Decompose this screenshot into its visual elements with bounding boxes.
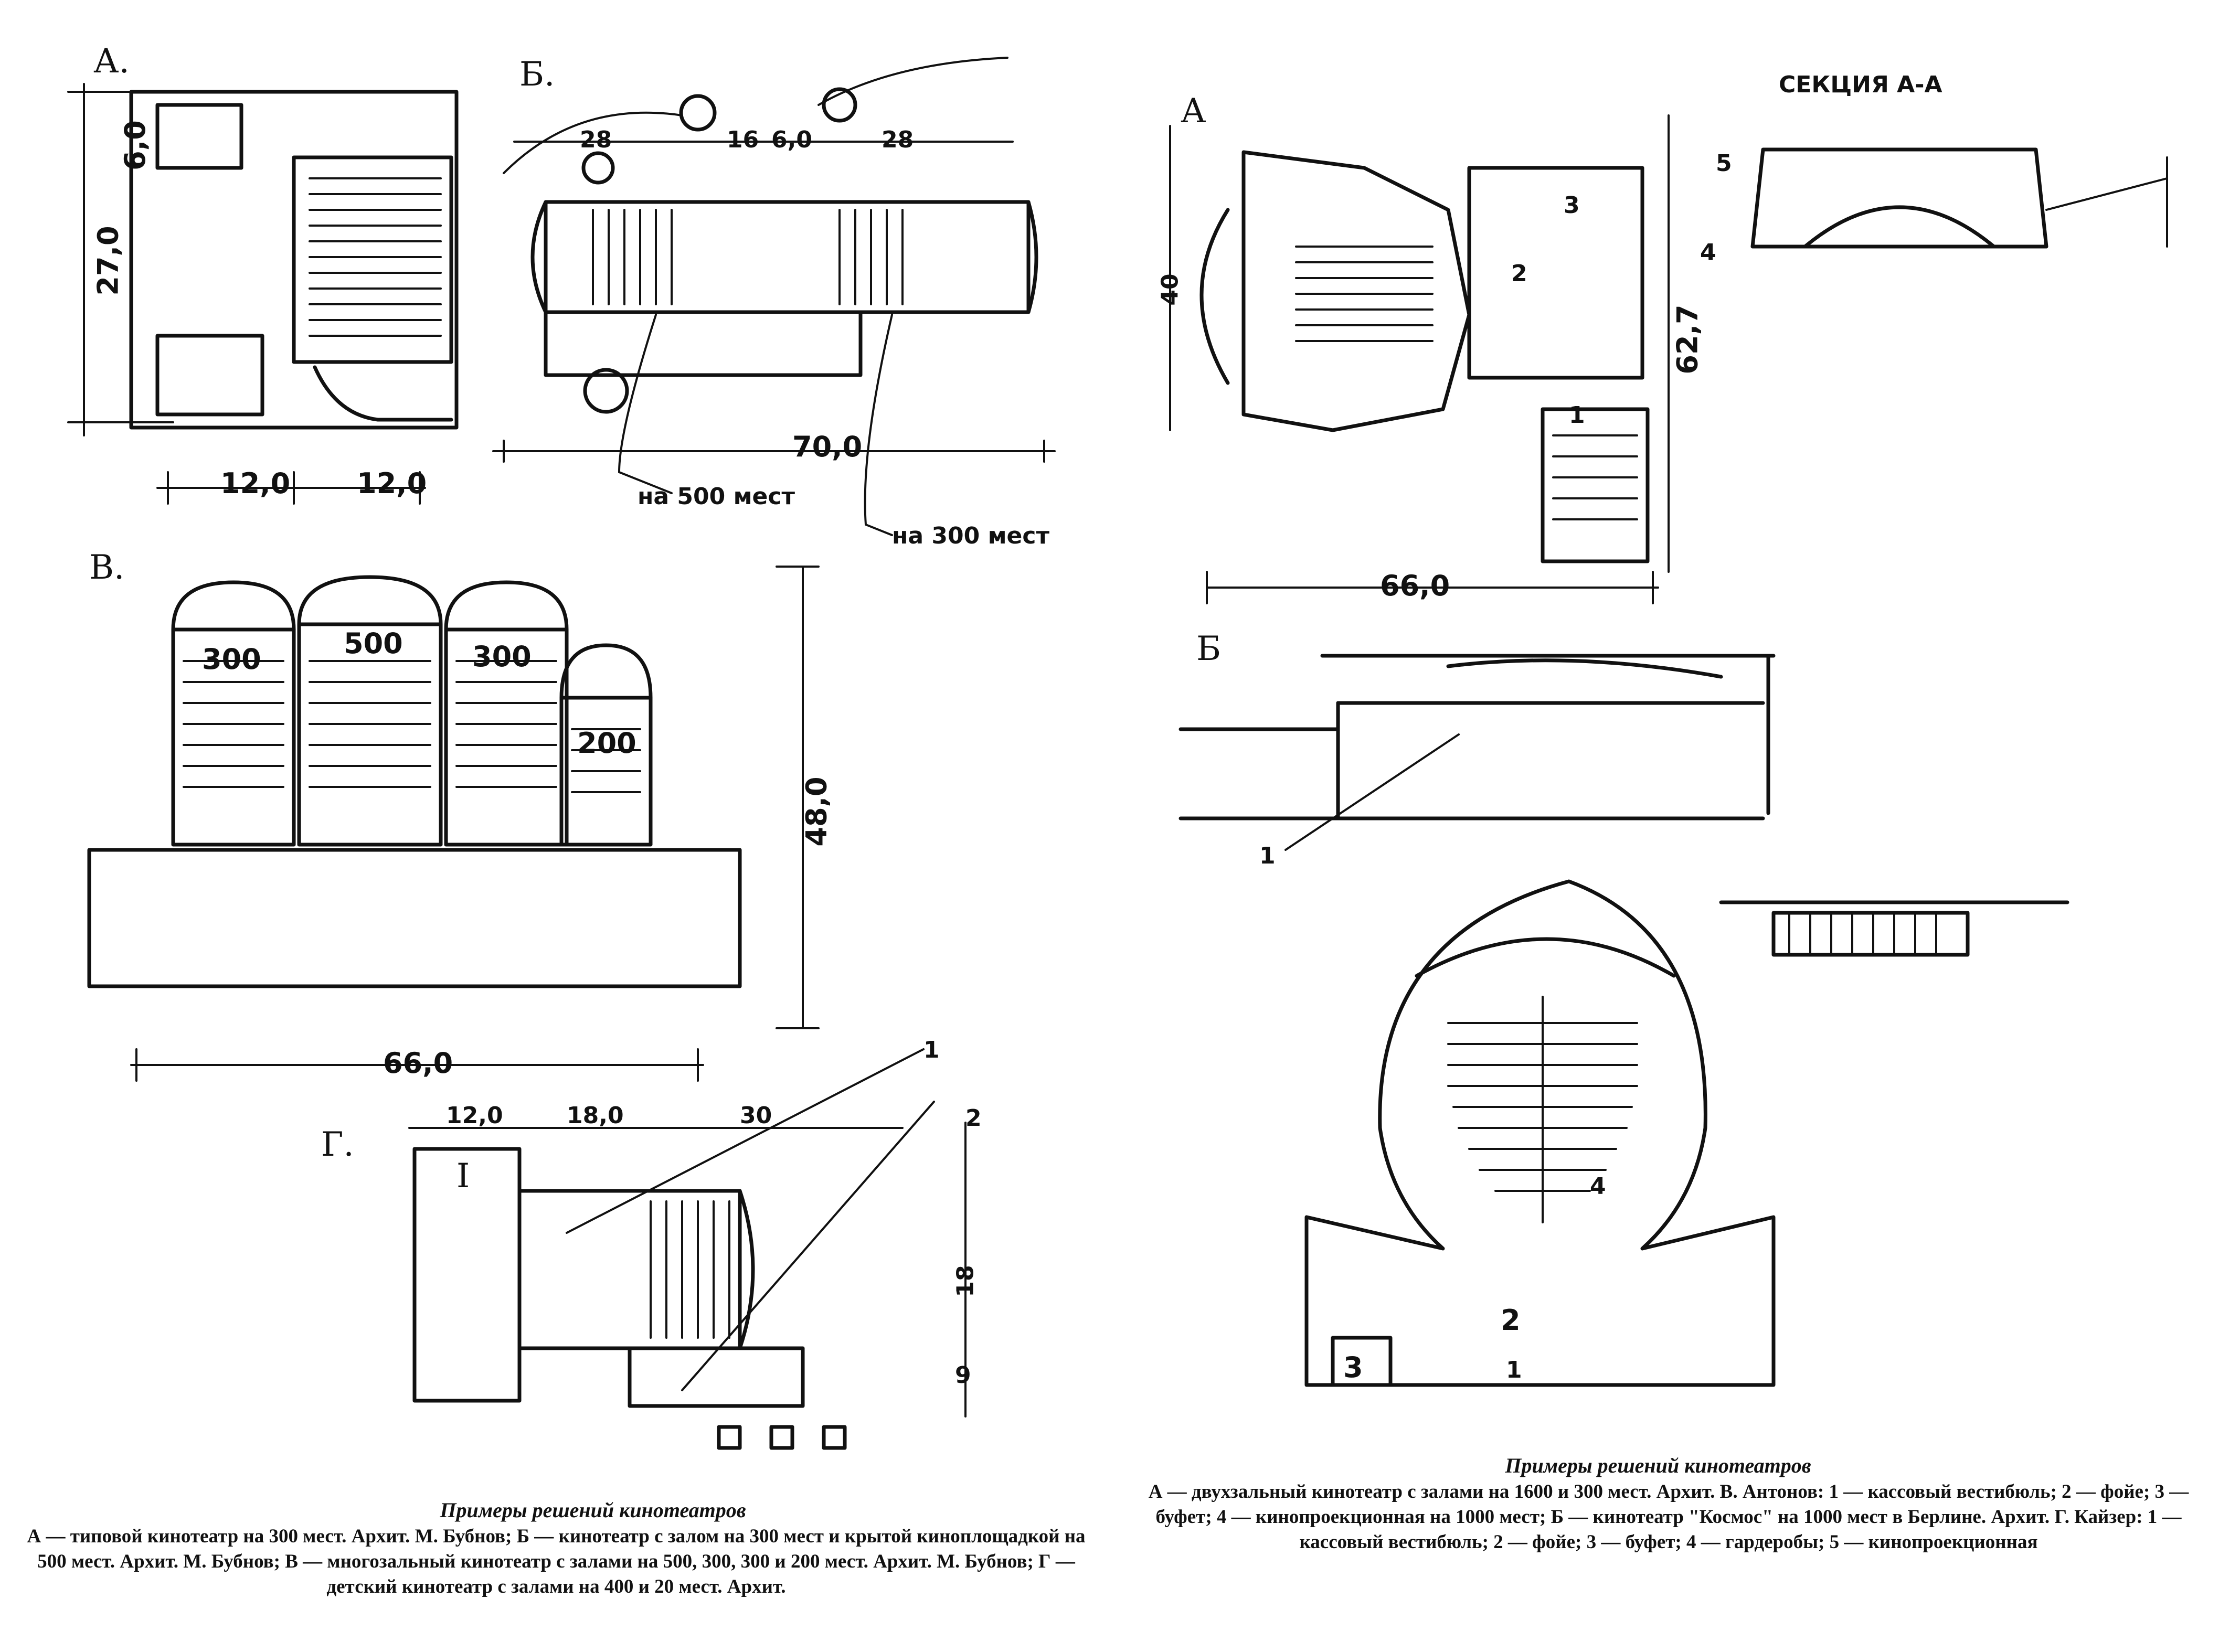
hall-v2 xyxy=(297,575,443,847)
plan-g-left xyxy=(408,1048,967,1450)
plan-b-dim-top2: 16 xyxy=(727,126,759,153)
plan-b-dim-top4: 28 xyxy=(882,126,914,153)
plan-v-seats-2: 500 xyxy=(344,627,403,660)
plan-kosmos-n3: 3 xyxy=(1343,1351,1363,1384)
plan-v-seats-4: 200 xyxy=(577,727,636,760)
plan-b-note-500: на 500 мест xyxy=(638,483,795,510)
plan-b-note-300: на 300 мест xyxy=(892,523,1049,549)
plan-v-dim-v: 48,0 xyxy=(800,776,833,847)
hall-b2-rows xyxy=(838,209,904,305)
plan-b-left xyxy=(492,57,1056,536)
left-caption-body: А — типовой кинотеатр на 300 мест. Архит… xyxy=(27,1526,1086,1597)
plan-g-hall-mark: I xyxy=(456,1157,470,1196)
hall-v3 xyxy=(444,580,569,847)
plan-a-dim-v: 27,0 xyxy=(91,226,125,296)
plan-a-right-n5: 5 xyxy=(1716,150,1732,177)
hall-a-right-small-rows xyxy=(1552,434,1638,520)
right-caption-body: А — двухзальный кинотеатр с залами на 16… xyxy=(1148,1481,2189,1553)
plan-kosmos-n4: 4 xyxy=(1590,1173,1606,1200)
hall-a-right-rows xyxy=(1295,246,1434,342)
plan-kosmos xyxy=(1304,879,2069,1387)
plan-v-letter: В. xyxy=(89,548,125,587)
plan-v-left xyxy=(87,566,820,1082)
plan-b-right-letter: Б xyxy=(1196,630,1222,668)
hall-b1-rows xyxy=(592,209,673,305)
hall-a-rows xyxy=(309,177,442,337)
plan-b-dim-top1: 28 xyxy=(580,126,612,153)
plan-g-dim-2: 18,0 xyxy=(567,1102,624,1129)
plan-v-seats-1: 300 xyxy=(202,643,261,676)
plan-b-right-n1: 1 xyxy=(1259,843,1276,869)
plan-a-right-dim-v: 62,7 xyxy=(1671,304,1704,375)
plan-v-dim-h: 66,0 xyxy=(383,1047,453,1080)
plan-v-seats-3: 300 xyxy=(472,640,532,673)
plan-g-dim-v: 18 xyxy=(952,1265,979,1297)
plan-g-dim-3: 30 xyxy=(740,1102,772,1129)
plan-a-letter: А. xyxy=(93,42,130,81)
plan-b-dim-total: 70,0 xyxy=(792,430,863,463)
plan-g-letter: Г. xyxy=(321,1125,354,1164)
plan-a-left xyxy=(67,83,459,505)
plan-a-right-n1: 1 xyxy=(1569,402,1585,429)
plan-b-letter: Б. xyxy=(519,55,555,94)
plan-a-right-n4: 4 xyxy=(1700,239,1716,266)
plan-g-callout-2: 2 xyxy=(965,1105,982,1132)
plan-a-right-dim-h: 66,0 xyxy=(1380,569,1450,602)
plan-a-right-letter: А xyxy=(1181,92,1206,131)
plan-kosmos-n2: 2 xyxy=(1501,1304,1521,1337)
plan-kosmos-n1: 1 xyxy=(1506,1357,1522,1383)
hall-v1 xyxy=(171,580,296,847)
plan-a-dim-h1: 12,0 xyxy=(220,467,291,500)
plan-a-dim-h2: 12,0 xyxy=(357,467,427,500)
left-caption-title: Примеры решений кинотеатров xyxy=(440,1498,746,1522)
section-aa-label: СЕКЦИЯ А-А xyxy=(1779,71,1942,98)
plan-a-right-n2: 2 xyxy=(1511,260,1527,287)
plan-a-right-n3: 3 xyxy=(1564,192,1580,219)
plan-a-dim-top: 6,0 xyxy=(118,120,152,170)
plan-g-dim-v2: 9 xyxy=(955,1362,971,1389)
plan-b-dim-top3: 6,0 xyxy=(771,126,812,153)
section-b-right xyxy=(1178,654,1776,851)
right-caption-title: Примеры решений кинотеатров xyxy=(1505,1454,1811,1477)
plan-a-right-dim-v2: 40 xyxy=(1156,273,1184,306)
plan-a-right xyxy=(1169,114,2168,604)
plan-g-dim-1: 12,0 xyxy=(446,1102,503,1129)
hall-v4 xyxy=(559,643,653,847)
hall-g-rows xyxy=(650,1200,730,1339)
plan-g-callout-1: 1 xyxy=(923,1037,940,1063)
